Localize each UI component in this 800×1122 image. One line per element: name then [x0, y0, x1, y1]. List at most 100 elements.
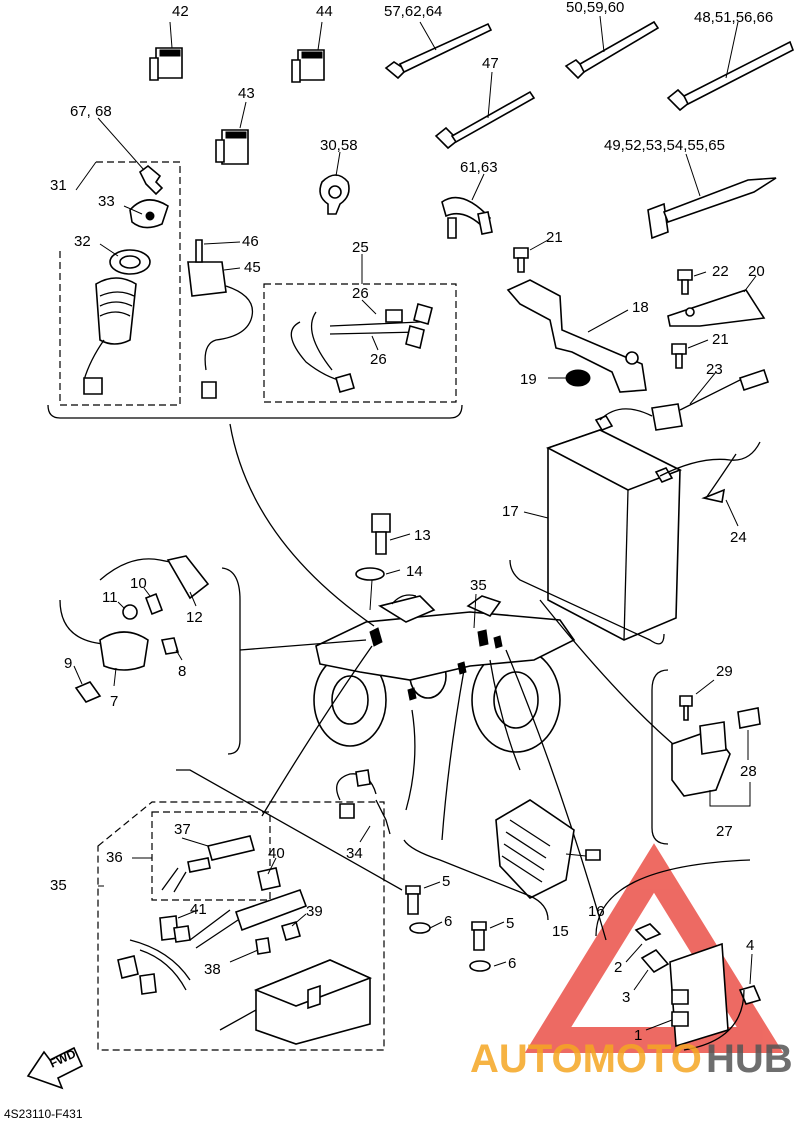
callout-4: 4 [746, 937, 754, 954]
callout-21b: 21 [712, 331, 729, 348]
callout-43: 43 [238, 85, 255, 102]
callout-6a: 6 [444, 913, 452, 930]
bolt-21-top [513, 239, 549, 273]
callout-21a: 21 [546, 229, 563, 246]
callout-labels: 42 44 57,62,64 50,59,60 48,51,56,66 47 4… [50, 0, 773, 1044]
starter-relay-group [651, 669, 761, 845]
watermark-text-hub: HUB [706, 1037, 793, 1081]
callout-6b: 6 [508, 955, 516, 972]
callout-25: 25 [352, 239, 369, 256]
cable-tie-48-51-56-66 [666, 21, 794, 112]
relay-45 [187, 239, 254, 399]
callout-44: 44 [316, 3, 333, 20]
callout-50-59-60: 50,59,60 [566, 0, 624, 16]
callout-67-68: 67, 68 [70, 103, 112, 120]
group-bracket-battery [509, 559, 665, 645]
callout-27: 27 [716, 823, 733, 840]
switch-34 [336, 769, 391, 843]
callout-47: 47 [482, 55, 499, 72]
bolt-5-left [405, 881, 441, 915]
bolt-5-right [471, 921, 505, 951]
callout-35b: 35 [50, 877, 67, 894]
callout-26a: 26 [352, 285, 369, 302]
leader-35-top [473, 593, 477, 629]
clamp-30-58 [319, 151, 350, 215]
cable-tie-50-59-60 [564, 15, 660, 80]
callout-46: 46 [242, 233, 259, 250]
callout-35a: 35 [470, 577, 487, 594]
battery-bracket-18 [506, 279, 647, 393]
clip-61-63 [441, 173, 493, 239]
callout-40: 40 [268, 845, 285, 862]
cable-tie-47 [434, 71, 536, 150]
connector-43 [215, 101, 249, 165]
watermark-text-main: AUTOMOTO [470, 1037, 702, 1081]
callout-57-62-64: 57,62,64 [384, 3, 442, 20]
callout-48-51-56-66: 48,51,56,66 [694, 9, 773, 26]
atv-leader-lines [229, 423, 681, 941]
callout-3: 3 [622, 989, 630, 1006]
battery-lead-24 [659, 441, 761, 527]
clip-49-52-53 [647, 153, 777, 240]
callout-12: 12 [186, 609, 203, 626]
callout-26b: 26 [370, 351, 387, 368]
callout-37: 37 [174, 821, 191, 838]
callout-61-63: 61,63 [460, 159, 498, 176]
callout-18: 18 [632, 299, 649, 316]
washer-6-right [469, 960, 507, 972]
callout-16: 16 [588, 903, 605, 920]
callout-19: 19 [520, 371, 537, 388]
callout-36: 36 [106, 849, 123, 866]
cable-tie-57-62-64 [384, 21, 493, 80]
callout-34: 34 [346, 845, 363, 862]
callout-2: 2 [614, 959, 622, 976]
connector-44 [291, 21, 325, 83]
callout-1: 1 [634, 1027, 642, 1044]
callout-30-58: 30,58 [320, 137, 358, 154]
callout-28: 28 [740, 763, 757, 780]
damper-19 [548, 369, 591, 387]
callout-32: 32 [74, 233, 91, 250]
washer-6-left [409, 921, 443, 934]
callout-9: 9 [64, 655, 72, 672]
callout-33: 33 [98, 193, 115, 210]
callout-13: 13 [414, 527, 431, 544]
callout-7: 7 [110, 693, 118, 710]
callout-5b: 5 [506, 915, 514, 932]
callout-14: 14 [406, 563, 423, 580]
callout-49-52: 49,52,53,54,55,65 [604, 137, 725, 154]
atv-vehicle [313, 594, 576, 753]
callout-17: 17 [502, 503, 519, 520]
sensor-13 [371, 513, 411, 555]
callout-10: 10 [130, 575, 147, 592]
callout-20: 20 [748, 263, 765, 280]
callout-39: 39 [306, 903, 323, 920]
battery-17 [523, 415, 682, 641]
callout-42: 42 [172, 3, 189, 20]
wire-harness-group [97, 769, 403, 1051]
callout-45: 45 [244, 259, 261, 276]
ignition-group [59, 555, 210, 703]
rectifier-15 [403, 799, 601, 921]
fuse-group [595, 859, 762, 1051]
callout-23: 23 [706, 361, 723, 378]
callout-29: 29 [716, 663, 733, 680]
group-bracket-top [47, 404, 463, 419]
callout-41: 41 [190, 901, 207, 918]
callout-8: 8 [178, 663, 186, 680]
cover-20 [667, 275, 766, 327]
fwd-arrow-icon: FWD [26, 1046, 84, 1090]
battery-lead-23 [599, 368, 770, 431]
group-bracket-ignition [221, 567, 241, 755]
gasket-14 [355, 567, 401, 581]
main-switch-group [59, 117, 181, 406]
callout-11: 11 [102, 589, 118, 606]
figure-code: 4S23110-F431 [4, 1107, 83, 1121]
watermark-text: AUTOMOTO HUB [470, 1037, 793, 1081]
bolt-22 [677, 269, 707, 295]
callout-22: 22 [712, 263, 729, 280]
bolt-21-right [671, 339, 709, 369]
callout-5a: 5 [442, 873, 450, 890]
connector-42 [149, 21, 183, 81]
